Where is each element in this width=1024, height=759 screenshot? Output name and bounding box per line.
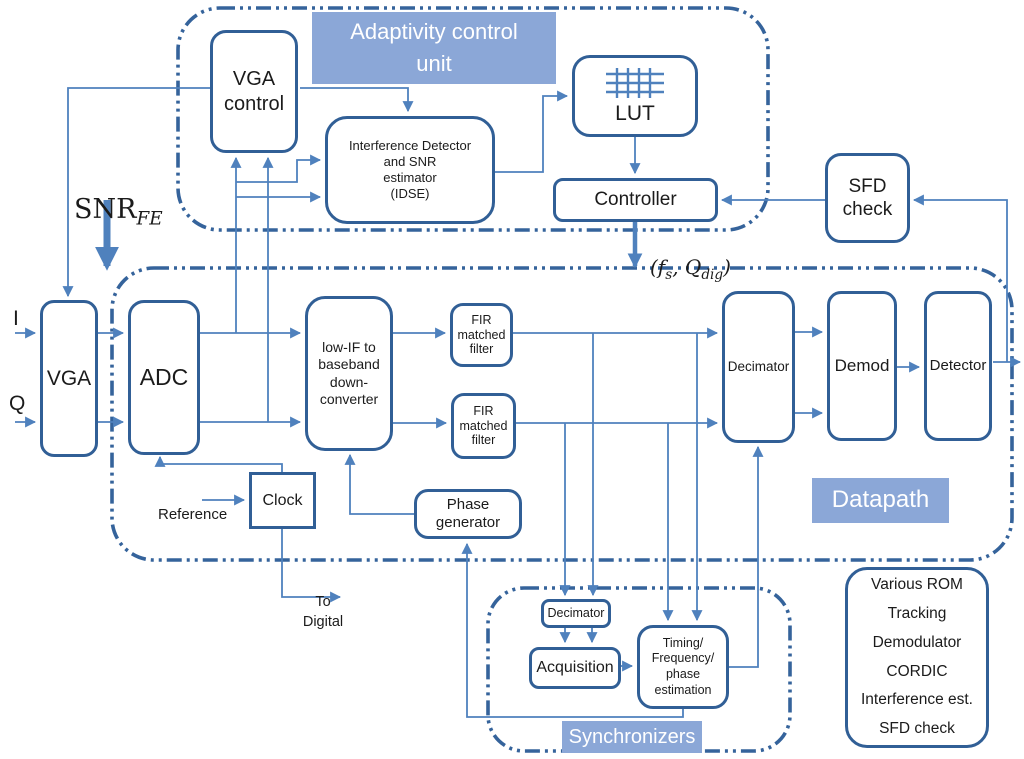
decimator-sync-block: Decimator [541, 599, 611, 628]
rom-note-block: Various ROM Tracking Demodulator CORDIC … [845, 567, 989, 748]
downconverter-block: low-IF to baseband down- converter [305, 296, 393, 451]
datapath-container-border [110, 266, 1014, 562]
input-i-label: I [13, 307, 19, 330]
to-digital-label: To Digital [302, 594, 344, 630]
table-grid-icon [606, 67, 664, 98]
wire-tap-idse-1 [236, 154, 322, 183]
wire-clock-todigital [281, 529, 342, 603]
phase-generator-block: Phase generator [414, 489, 522, 539]
wire-out-sfd [912, 194, 1008, 362]
detector-block: Detector [924, 291, 992, 441]
fs-qdig-label: (fs, Qdig) [650, 255, 731, 283]
thick-arrows [95, 200, 643, 271]
vga-control-block: VGA control [210, 30, 298, 153]
sfd-check-block: SFD check [825, 153, 910, 243]
adaptivity-title-band: Adaptivity control unit [312, 12, 556, 84]
datapath-title-band: Datapath [812, 478, 949, 523]
clock-block: Clock [249, 472, 316, 529]
adc-block: ADC [128, 300, 200, 455]
controller-block: Controller [553, 178, 718, 222]
idse-block: Interference Detector and SNR estimator … [325, 116, 495, 224]
signal-lines [15, 87, 1022, 718]
snr-fe-label: SNRFE [74, 194, 163, 230]
wire-vgactrl-idse [300, 87, 414, 113]
decimator-main-block: Decimator [722, 291, 795, 443]
synchronizers-title-band: Synchronizers [562, 721, 702, 753]
wire-phasegen-downconv [344, 453, 414, 515]
input-q-label: Q [9, 392, 26, 415]
timing-estimation-block: Timing/ Frequency/ phase estimation [637, 625, 729, 709]
lut-block: LUT [572, 55, 698, 137]
wire-clock-adc [154, 455, 283, 472]
wire-timing-phasegen [461, 542, 684, 718]
lut-label: LUT [615, 101, 655, 125]
wire-vgactrl-vga [62, 87, 210, 298]
adaptivity-container-border [176, 6, 770, 232]
wire-idse-lut [495, 90, 569, 173]
vga-block: VGA [40, 300, 98, 457]
fir-matched-filter-1-block: FIR matched filter [450, 303, 513, 367]
wire-timing-decimator [727, 445, 764, 668]
fir-matched-filter-2-block: FIR matched filter [451, 393, 516, 459]
acquisition-block: Acquisition [529, 647, 621, 689]
demod-block: Demod [827, 291, 897, 441]
reference-label: Reference [158, 506, 228, 523]
